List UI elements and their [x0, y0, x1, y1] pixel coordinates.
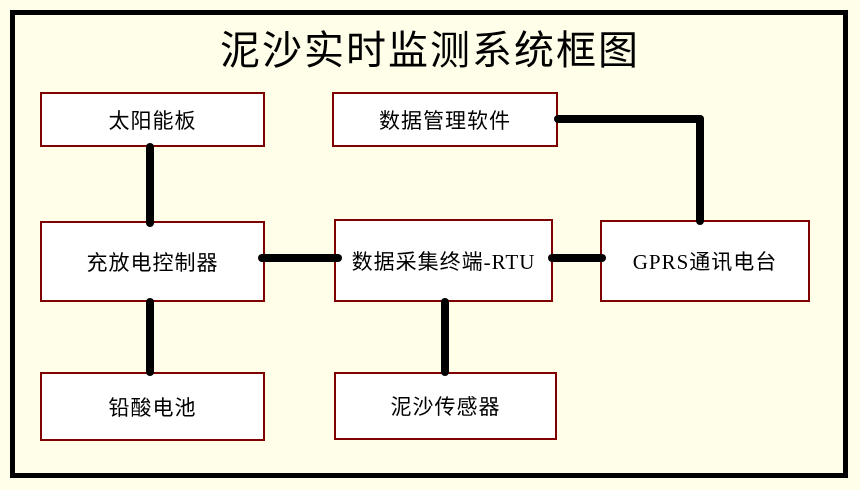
connector-software-to-gprs-horizontal	[554, 115, 704, 123]
node-lead-acid-battery: 铅酸电池	[40, 372, 265, 441]
node-sediment-sensor: 泥沙传感器	[334, 372, 557, 440]
node-solar-panel: 太阳能板	[40, 92, 265, 147]
node-data-acquisition-rtu-label: 数据采集终端-RTU	[351, 249, 536, 274]
node-charge-discharge-controller: 充放电控制器	[40, 221, 265, 302]
connector-rtu-to-gprs	[548, 254, 606, 262]
node-data-management-software-label: 数据管理软件	[379, 108, 511, 133]
node-lead-acid-battery-label: 铅酸电池	[108, 395, 197, 420]
node-gprs-radio-label: GPRS通讯电台	[632, 250, 778, 274]
connector-controller-to-battery	[146, 298, 154, 376]
node-gprs-radio: GPRS通讯电台	[600, 220, 810, 302]
node-solar-panel-label: 太阳能板	[108, 108, 197, 133]
connector-solar-to-controller	[146, 143, 154, 227]
node-data-management-software: 数据管理软件	[332, 92, 558, 147]
connector-controller-to-rtu	[258, 254, 342, 262]
node-sediment-sensor-label: 泥沙传感器	[390, 395, 501, 419]
node-charge-discharge-controller-label: 充放电控制器	[86, 250, 219, 275]
diagram-title: 泥沙实时监测系统框图	[220, 28, 640, 73]
diagram-outer-frame	[10, 10, 848, 478]
connector-rtu-to-sensor	[441, 298, 449, 376]
node-data-acquisition-rtu: 数据采集终端-RTU	[334, 219, 553, 302]
connector-software-to-gprs-vertical	[696, 115, 704, 225]
